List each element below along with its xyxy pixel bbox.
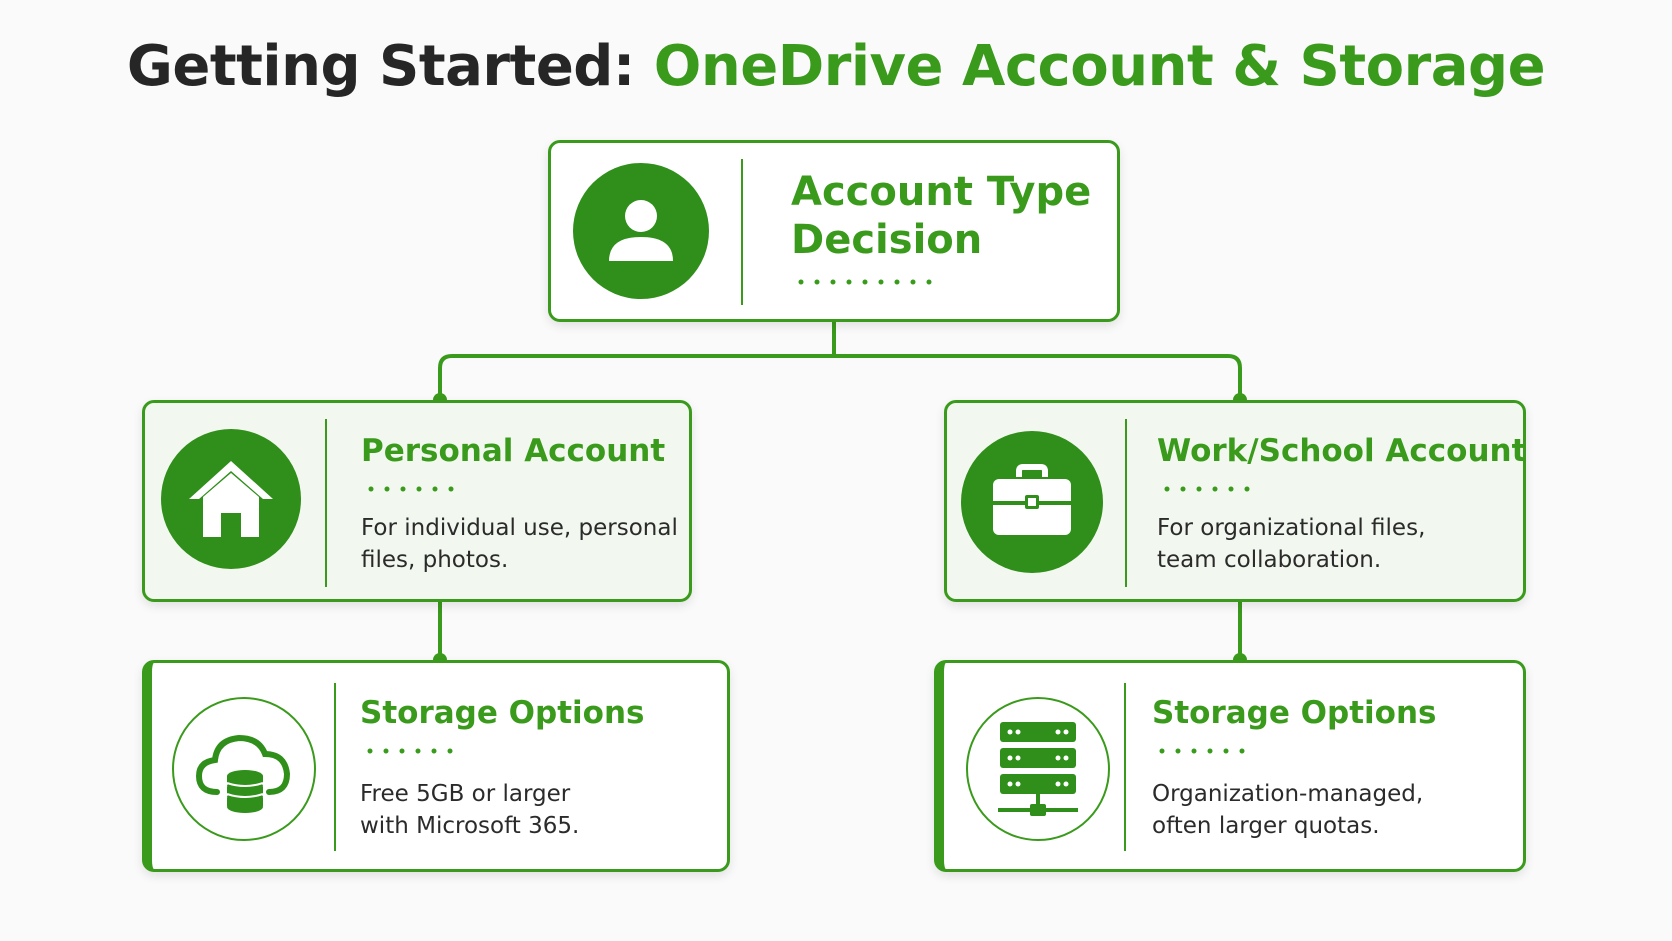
decision-card: Account Type Decision xyxy=(548,140,1120,322)
decision-dots-divider xyxy=(793,279,941,285)
server-rack-icon xyxy=(966,697,1110,841)
connector-branch-right xyxy=(832,354,1242,402)
personal-title: Personal Account xyxy=(361,433,666,469)
personal-storage-divider xyxy=(334,683,336,851)
work-dots-divider xyxy=(1159,486,1259,492)
personal-storage-dots-divider xyxy=(362,748,462,754)
work-storage-desc-line2: often larger quotas. xyxy=(1152,813,1380,839)
personal-storage-title: Storage Options xyxy=(360,695,645,731)
work-desc-line2: team collaboration. xyxy=(1157,547,1382,573)
user-icon xyxy=(573,163,709,299)
work-title: Work/School Account xyxy=(1157,433,1527,469)
personal-desc-line1: For individual use, personal xyxy=(361,515,678,541)
personal-desc-line2: files, photos. xyxy=(361,547,509,573)
briefcase-icon xyxy=(961,431,1103,573)
work-account-card: Work/School Account For organizational f… xyxy=(944,400,1526,602)
title-highlight: OneDrive Account & Storage xyxy=(653,34,1546,99)
personal-divider xyxy=(325,419,327,587)
personal-storage-card: Storage Options Free 5GB or larger with … xyxy=(142,660,730,872)
personal-account-card: Personal Account For individual use, per… xyxy=(142,400,692,602)
home-icon xyxy=(161,429,301,569)
work-storage-card: Storage Options Organization-managed, of… xyxy=(934,660,1526,872)
personal-dots-divider xyxy=(363,486,463,492)
work-storage-divider xyxy=(1124,683,1126,851)
decision-title-line1: Account Type xyxy=(791,169,1092,215)
work-storage-dots-divider xyxy=(1154,748,1254,754)
work-divider xyxy=(1125,419,1127,587)
connector-branch-left xyxy=(438,354,836,402)
title-prefix: Getting Started: xyxy=(126,34,635,99)
work-desc-line1: For organizational files, xyxy=(1157,515,1426,541)
decision-title-line2: Decision xyxy=(791,217,983,263)
cloud-database-icon xyxy=(172,697,316,841)
personal-storage-desc-line2: with Microsoft 365. xyxy=(360,813,580,839)
personal-storage-desc-line1: Free 5GB or larger xyxy=(360,781,571,807)
work-storage-title: Storage Options xyxy=(1152,695,1437,731)
page-title: Getting Started: OneDrive Account & Stor… xyxy=(0,34,1672,99)
decision-divider xyxy=(741,159,743,305)
work-storage-desc-line1: Organization-managed, xyxy=(1152,781,1424,807)
